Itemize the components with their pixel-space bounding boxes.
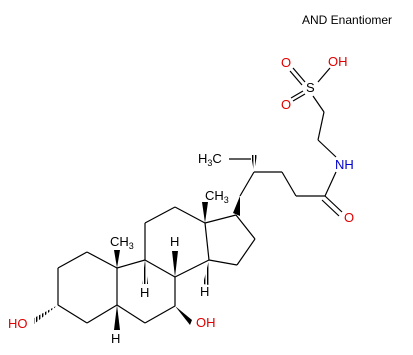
c9-hydrogen: H — [140, 285, 149, 300]
c9-hash-wedge — [142, 260, 148, 284]
sulfonic-hydroxyl: OH — [328, 54, 348, 69]
c17-wedge — [233, 196, 240, 216]
carbonyl-oxygen: O — [344, 210, 354, 225]
c5-wedge — [114, 305, 120, 330]
c18-methyl-label: CH3 — [205, 188, 229, 205]
bond-c20-c17 — [239, 171, 255, 197]
c21-methyl-label: H3C — [198, 151, 222, 168]
bond-s-oh — [317, 67, 331, 83]
ring-a — [57, 251, 118, 324]
c8-wedge — [172, 251, 178, 277]
bond-ch2-nh — [317, 139, 337, 158]
sulfonyl-oxygen-top: O — [281, 55, 291, 70]
sulfur-atom: S — [306, 80, 315, 95]
c3-oh-hash-wedge — [34, 305, 58, 324]
c7-hydroxyl: OH — [196, 315, 216, 330]
sulfonyl-oxygen-bottom: O — [281, 97, 291, 112]
bond-chain-1 — [281, 171, 297, 197]
ring-d — [204, 214, 256, 266]
c20-methyl-hash-wedge — [251, 155, 257, 172]
bond-nh-carbonyl — [324, 171, 337, 197]
bond-s-o-bottom — [290, 90, 306, 102]
c18-wedge — [202, 202, 208, 223]
c19-wedge — [114, 250, 120, 268]
c5-hydrogen: H — [111, 331, 120, 346]
c7-oh-wedge — [175, 306, 192, 325]
bond-carbonyl-double — [321, 195, 343, 217]
ring-c — [144, 206, 210, 278]
bond-ch2-ch2 — [317, 111, 325, 141]
c14-hydrogen: H — [200, 284, 209, 299]
bond-s-ch2 — [312, 95, 325, 113]
stereo-note: AND Enantiomer — [302, 13, 392, 27]
ring-b — [116, 259, 176, 324]
bond-s-o-top — [289, 67, 306, 86]
c3-hydroxyl: HO — [8, 316, 28, 331]
c14-hash-wedge — [203, 260, 209, 285]
c8-hydrogen: H — [170, 234, 179, 249]
amide-nitrogen: NH — [335, 157, 354, 172]
c19-methyl-label: CH3 — [110, 234, 134, 251]
